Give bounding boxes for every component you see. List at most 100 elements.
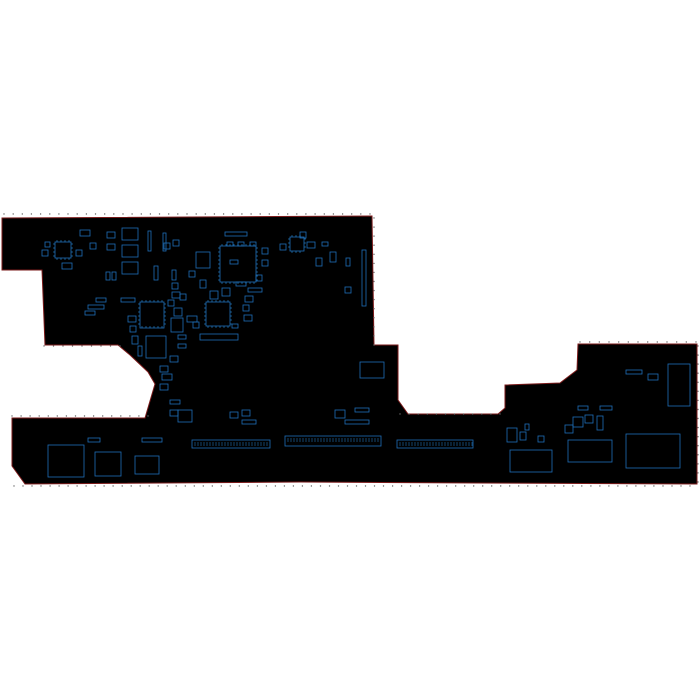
via-dot: [85, 213, 88, 215]
via-dot: [47, 415, 49, 417]
via-dot: [76, 213, 78, 215]
memory-chip: [205, 301, 231, 327]
via-dot: [122, 213, 124, 215]
ribbon-connector: [396, 439, 474, 449]
capacitor: [79, 229, 91, 237]
via-dot: [158, 213, 161, 215]
via-dot: [30, 213, 33, 215]
via-dot: [232, 213, 234, 215]
via-dot: [653, 485, 655, 487]
capacitor: [106, 231, 116, 239]
via-dot: [265, 485, 268, 487]
capacitor: [131, 335, 139, 345]
capacitor: [61, 262, 73, 270]
via-dot: [11, 415, 13, 417]
via-dot: [382, 485, 385, 487]
resistor: [147, 230, 152, 252]
capacitor: [170, 317, 184, 333]
capacitor: [241, 409, 251, 417]
resistor: [141, 437, 163, 443]
via-dot: [482, 485, 484, 487]
capacitor: [129, 325, 137, 333]
via-dot: [409, 485, 412, 487]
speaker-connector: [509, 449, 553, 473]
via-dot: [373, 253, 375, 255]
via-dot: [52, 345, 55, 347]
via-dot: [38, 415, 40, 417]
via-dot: [373, 308, 375, 310]
via-dot: [408, 413, 410, 415]
via-dot: [680, 485, 682, 487]
resistor: [625, 369, 643, 375]
resistor: [229, 259, 239, 265]
resistor: [247, 287, 263, 293]
resistor-array: [199, 333, 239, 341]
via-dot: [58, 485, 60, 487]
via-dot: [229, 485, 231, 487]
capacitor: [186, 315, 198, 323]
via-dot: [617, 485, 619, 487]
via-dot: [400, 485, 403, 487]
resistor: [111, 271, 117, 281]
via-dot: [697, 445, 699, 447]
capacitor: [159, 383, 169, 391]
flash-chip: [195, 251, 211, 269]
via-dot: [22, 485, 24, 487]
via-dot: [92, 415, 95, 417]
via-dot: [202, 485, 204, 487]
via-dot: [373, 335, 375, 337]
switch: [359, 361, 385, 379]
via-dot: [168, 213, 170, 215]
via-dot: [247, 485, 249, 487]
via-dot: [637, 341, 639, 343]
via-dot: [175, 485, 177, 487]
via-dot: [29, 415, 31, 417]
via-dot: [689, 485, 691, 487]
via-dot: [579, 341, 581, 343]
via-dot: [697, 381, 699, 383]
resistor: [171, 269, 177, 281]
resistor: [87, 304, 105, 310]
via-dot: [21, 213, 23, 215]
via-dot: [373, 326, 375, 328]
capacitor: [106, 243, 116, 251]
via-dot: [283, 485, 286, 487]
resistor: [120, 297, 136, 303]
via-dot: [58, 213, 60, 215]
via-dot: [100, 345, 102, 347]
via-dot: [685, 341, 687, 343]
via-dot: [676, 341, 678, 343]
via-dot: [563, 485, 565, 487]
via-dot: [666, 341, 668, 343]
via-dot: [427, 485, 430, 487]
via-dot: [635, 485, 637, 487]
via-dot: [697, 363, 699, 365]
via-dot: [268, 213, 270, 215]
capacitor: [89, 242, 97, 250]
via-dot: [102, 415, 104, 417]
via-dot: [49, 213, 51, 215]
via-dot: [435, 413, 438, 415]
via-dot: [589, 341, 591, 343]
via-dot: [323, 213, 325, 215]
capacitor: [172, 239, 180, 247]
via-dot: [608, 341, 610, 343]
resistor: [524, 423, 530, 431]
capacitor: [519, 431, 527, 441]
via-dot: [373, 280, 375, 283]
via-dot: [148, 485, 150, 487]
via-dot: [491, 485, 493, 487]
capacitor: [242, 304, 250, 312]
via-dot: [43, 345, 45, 347]
ribbon-connector: [191, 439, 271, 449]
via-dot: [445, 485, 448, 487]
capacitor: [344, 286, 352, 294]
resistor: [241, 419, 257, 425]
resistor: [177, 334, 187, 340]
via-dot: [545, 485, 547, 487]
via-dot: [74, 415, 77, 417]
capacitor: [179, 293, 187, 301]
via-dot: [130, 485, 132, 487]
via-dot: [314, 213, 316, 215]
resistor: [231, 323, 239, 329]
